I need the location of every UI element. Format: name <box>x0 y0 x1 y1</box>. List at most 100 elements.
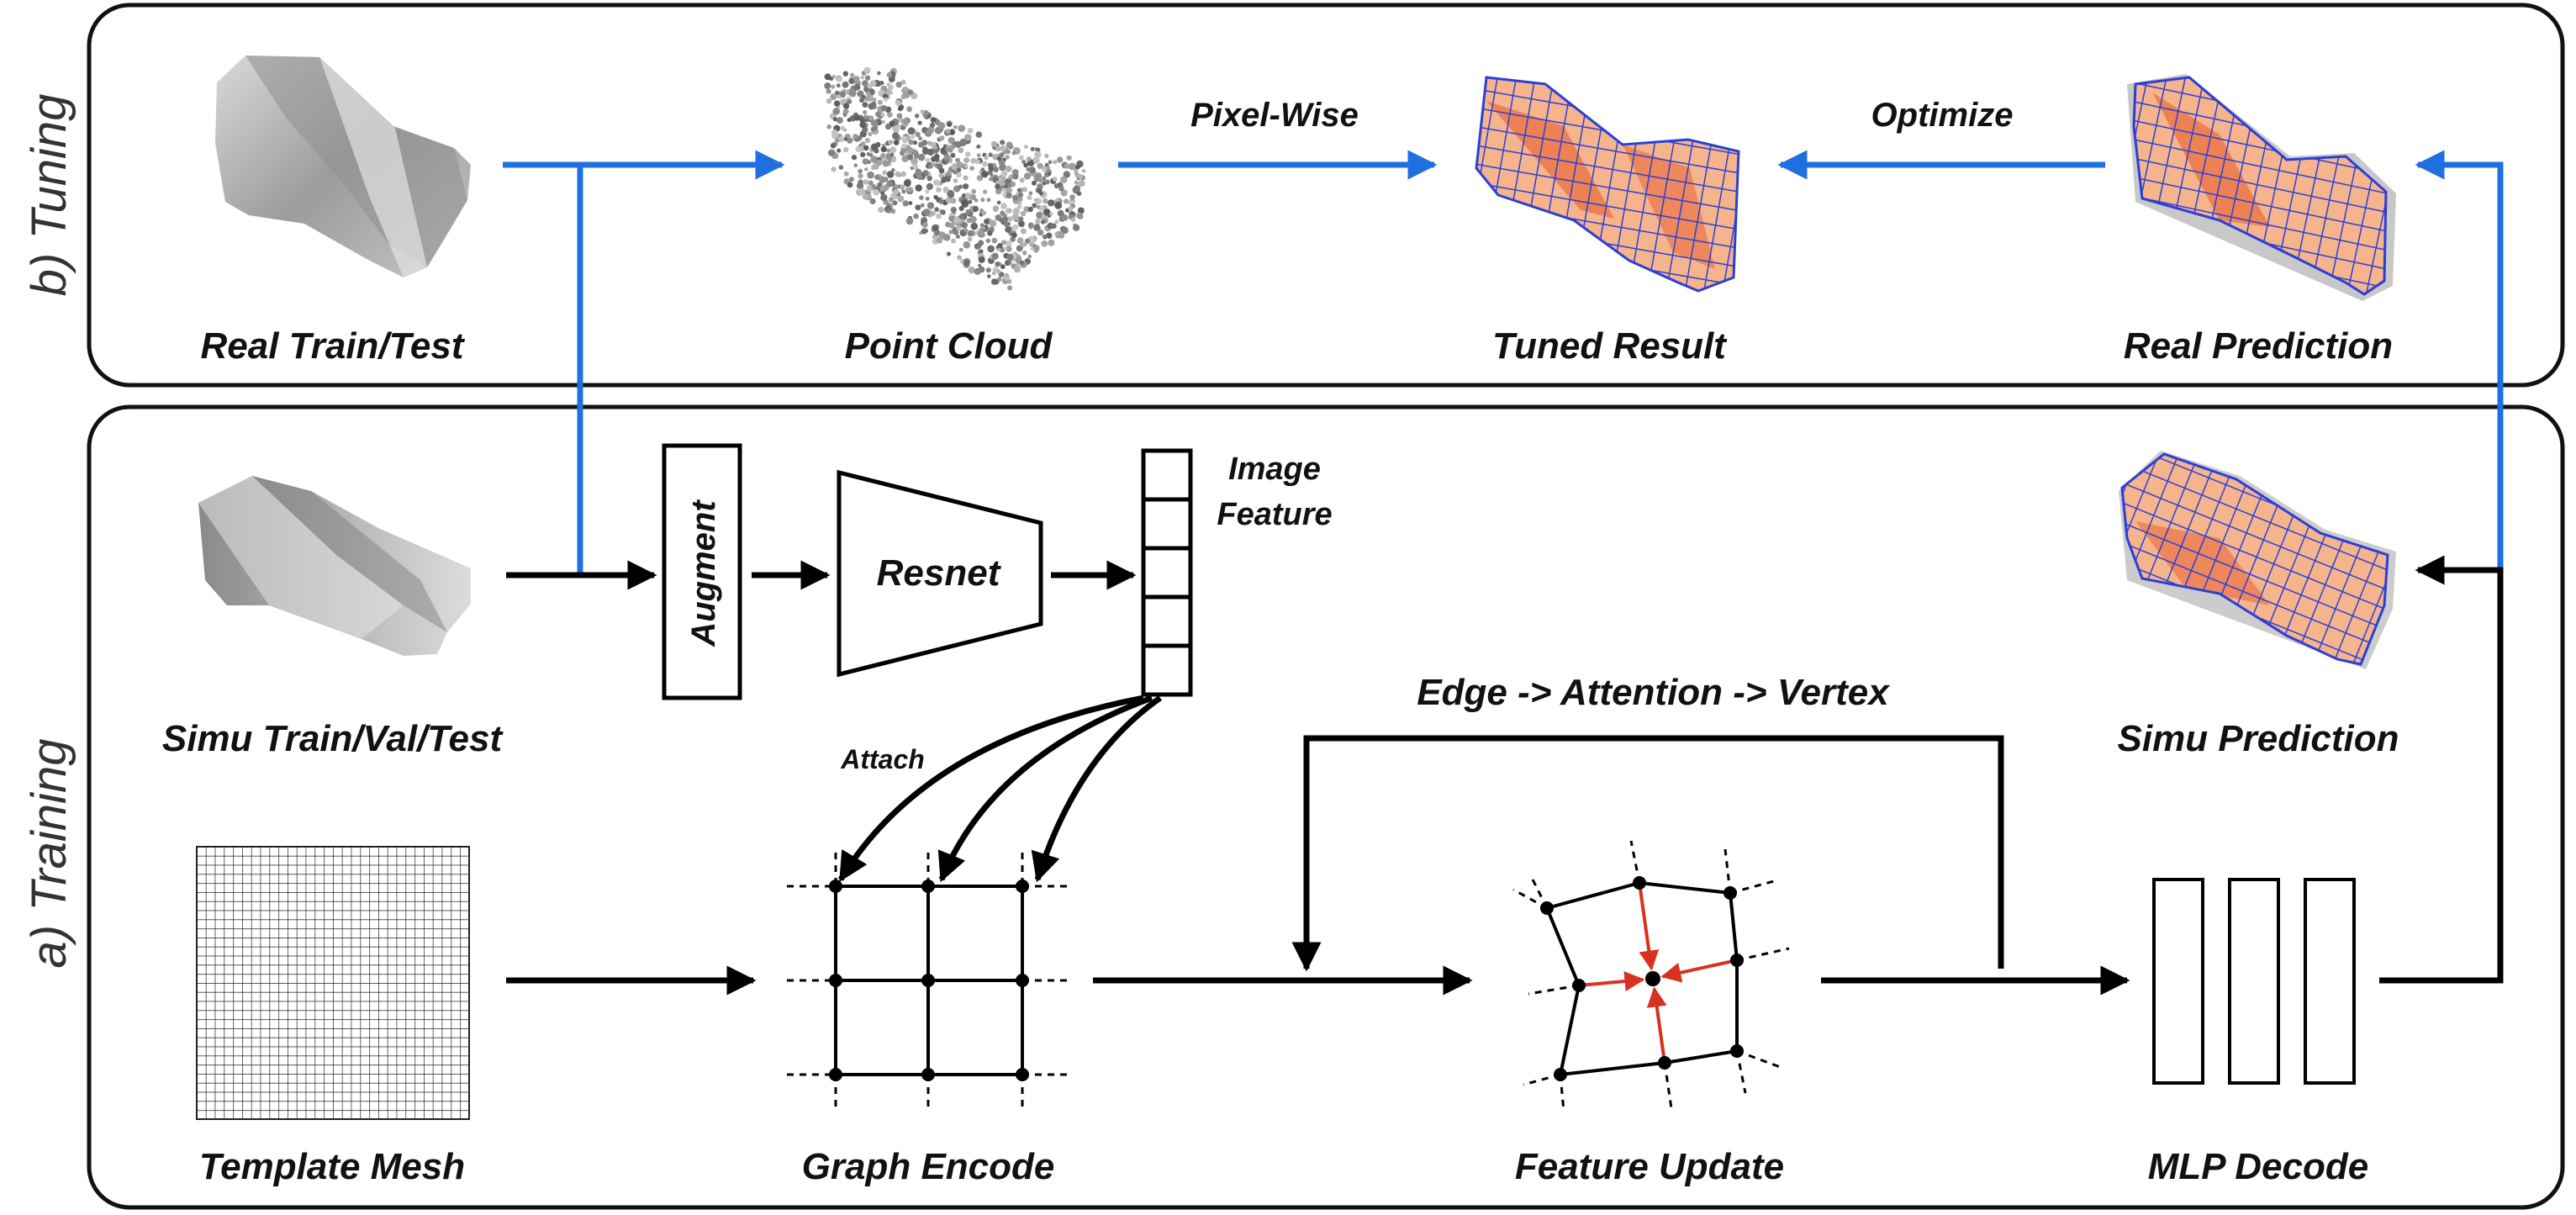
point-cloud-dot <box>1078 174 1084 180</box>
point-cloud-dot <box>826 98 832 104</box>
point-cloud-dot <box>943 154 951 161</box>
point-cloud-dot <box>925 196 930 201</box>
point-cloud-dot <box>1008 174 1014 180</box>
mlp-decode-label: MLP Decode <box>2148 1146 2368 1187</box>
point-cloud-dot <box>908 139 915 145</box>
point-cloud-dot <box>901 135 907 141</box>
point-cloud-dot <box>880 113 885 118</box>
point-cloud-dot <box>991 278 998 285</box>
point-cloud-dot <box>1051 223 1057 230</box>
point-cloud-dot <box>955 235 960 239</box>
point-cloud-dot <box>1054 202 1063 209</box>
point-cloud-dot <box>917 153 926 161</box>
point-cloud-dot <box>860 141 866 147</box>
point-cloud-dot <box>848 177 854 182</box>
point-cloud-dot <box>879 186 885 192</box>
point-cloud-dot <box>830 143 837 149</box>
point-cloud-dot <box>842 146 849 153</box>
update-edge <box>1639 881 1731 895</box>
graph-encode-graph <box>787 853 1071 1108</box>
point-cloud-dot <box>1020 228 1027 235</box>
point-cloud-dot <box>981 210 987 216</box>
point-cloud-dot <box>875 111 881 117</box>
point-cloud-dot <box>832 117 838 122</box>
point-cloud-dot <box>1076 191 1082 196</box>
point-cloud-dot <box>877 71 881 76</box>
point-cloud-dot <box>858 145 865 152</box>
point-cloud-dot <box>1043 198 1048 204</box>
point-cloud-dot <box>830 93 837 100</box>
update-vertex <box>1723 886 1737 900</box>
point-cloud-dot <box>893 140 900 145</box>
point-cloud-dot <box>860 76 865 80</box>
point-cloud-dot <box>1005 155 1010 160</box>
point-cloud-dot <box>897 106 903 112</box>
point-cloud-dot <box>967 128 974 134</box>
point-cloud-dot <box>1053 183 1059 189</box>
point-cloud-dot <box>982 189 988 194</box>
point-cloud-dot <box>1017 192 1024 198</box>
edge-attention-vertex-label: Edge -> Attention -> Vertex <box>1417 672 1890 713</box>
augment-label: Augment <box>685 499 722 647</box>
update-vertex <box>1540 901 1554 915</box>
point-cloud-dot <box>937 122 946 129</box>
point-cloud-dot <box>933 145 938 150</box>
point-cloud-dot <box>921 228 927 235</box>
update-edge-dashed <box>1736 947 1790 962</box>
point-cloud-dot <box>872 98 877 102</box>
point-cloud-dot <box>1006 246 1012 252</box>
point-cloud-dot <box>953 216 960 224</box>
real-train-test-label: Real Train/Test <box>200 325 465 367</box>
point-cloud-dot <box>1077 182 1082 186</box>
point-cloud-dot <box>1016 188 1021 193</box>
tuning-section-label: b) Tuning <box>22 94 77 297</box>
point-cloud-dot <box>1054 232 1059 236</box>
point-cloud-dot <box>853 134 858 139</box>
point-cloud-dot <box>1042 234 1048 240</box>
point-cloud-dot <box>1030 146 1035 151</box>
point-cloud-dot <box>967 230 974 237</box>
graph-node <box>1016 974 1029 987</box>
point-cloud-dot <box>956 161 964 169</box>
point-cloud-dot <box>984 155 989 161</box>
point-cloud-dot <box>948 136 955 145</box>
point-cloud-dot <box>842 113 847 118</box>
point-cloud-dot <box>1058 232 1065 239</box>
point-cloud-dot <box>891 168 895 172</box>
point-cloud-dot <box>938 173 943 178</box>
graph-node <box>829 974 842 987</box>
point-cloud-dot <box>1054 219 1059 225</box>
point-cloud-dot <box>915 184 922 192</box>
point-cloud-dot <box>1081 168 1086 173</box>
point-cloud-dot <box>858 173 863 179</box>
point-cloud-dot <box>982 161 988 166</box>
update-vertex <box>1658 1056 1671 1070</box>
point-cloud-dot <box>963 228 969 233</box>
point-cloud-dot <box>1073 224 1080 231</box>
point-cloud-dot <box>965 209 971 214</box>
point-cloud-dot <box>1005 208 1011 214</box>
point-cloud-dot <box>976 245 981 250</box>
resnet-label: Resnet <box>877 552 1002 594</box>
point-cloud-dot <box>847 98 853 104</box>
point-cloud-dot <box>831 132 839 140</box>
point-cloud-dot <box>1077 207 1085 214</box>
point-cloud-dot <box>933 179 941 187</box>
point-cloud-dot <box>880 104 888 112</box>
pixel-wise-label: Pixel-Wise <box>1190 97 1359 134</box>
point-cloud-dot <box>995 245 1000 249</box>
point-cloud-dot <box>843 103 850 109</box>
arrow-attach-2 <box>937 695 1153 883</box>
point-cloud-dot <box>836 83 841 88</box>
point-cloud-dot <box>1032 156 1040 164</box>
point-cloud-dot <box>840 125 845 131</box>
point-cloud-dot <box>862 102 868 108</box>
point-cloud-dot <box>915 131 921 138</box>
point-cloud-dot <box>956 172 962 178</box>
point-cloud-dot <box>863 114 868 119</box>
point-cloud-dot <box>995 261 1000 267</box>
point-cloud-dot <box>868 131 873 137</box>
point-cloud-dot <box>868 103 875 110</box>
image-feature-label-line2: Feature <box>1217 497 1332 532</box>
